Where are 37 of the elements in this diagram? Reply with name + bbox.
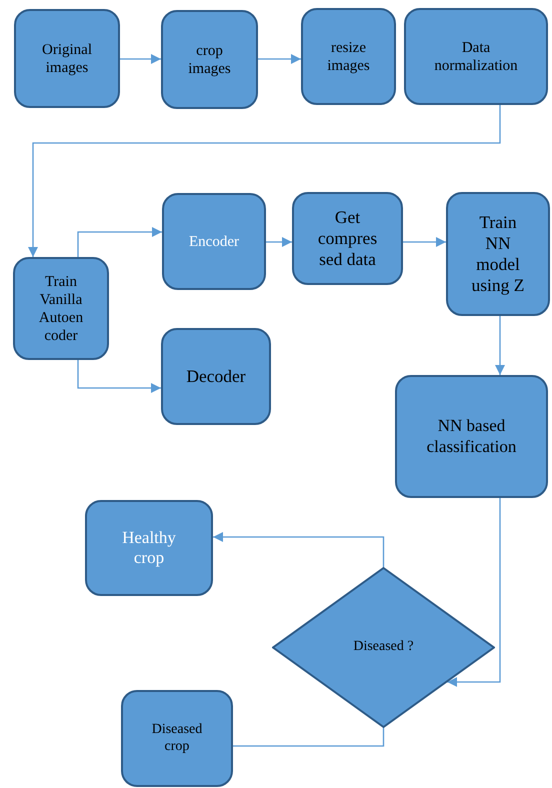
process-box: [292, 192, 403, 285]
process-box: [446, 192, 550, 316]
process-box: [301, 8, 396, 105]
arrow: [266, 237, 292, 247]
node-label: NN based classification: [426, 416, 518, 457]
node-label: Healthy crop: [121, 528, 177, 568]
arrow: [258, 54, 301, 64]
process-box: [395, 375, 548, 498]
arrow: [213, 532, 384, 567]
node-label: crop images: [187, 42, 232, 78]
arrow: [77, 360, 161, 393]
process-box: [85, 500, 213, 596]
node-label: resize images: [326, 38, 371, 74]
node-label: Train NN model using Z: [470, 212, 526, 296]
node-label: Encoder: [189, 232, 239, 250]
node-label: Diseased ?: [353, 639, 414, 656]
node-label: Diseased crop: [150, 722, 204, 756]
arrow: [77, 227, 162, 257]
decision-diamond: [272, 567, 495, 728]
process-box: [161, 10, 258, 109]
node-label: Decoder: [186, 366, 246, 387]
process-box: [121, 690, 233, 787]
arrow: [447, 498, 501, 687]
process-box: [161, 328, 271, 425]
arrow: [495, 316, 505, 375]
node-label: Data normalization: [433, 38, 519, 74]
process-box: [404, 8, 548, 105]
process-box: [162, 193, 266, 290]
node-label: Get compres sed data: [316, 207, 378, 270]
connector-line: [233, 728, 384, 747]
arrow: [403, 237, 446, 247]
node-label: Train Vanilla Autoen coder: [38, 272, 84, 344]
process-box: [14, 9, 120, 108]
arrow: [28, 105, 501, 257]
arrow: [120, 54, 161, 64]
process-box: [13, 257, 109, 360]
node-label: Original images: [41, 40, 93, 76]
